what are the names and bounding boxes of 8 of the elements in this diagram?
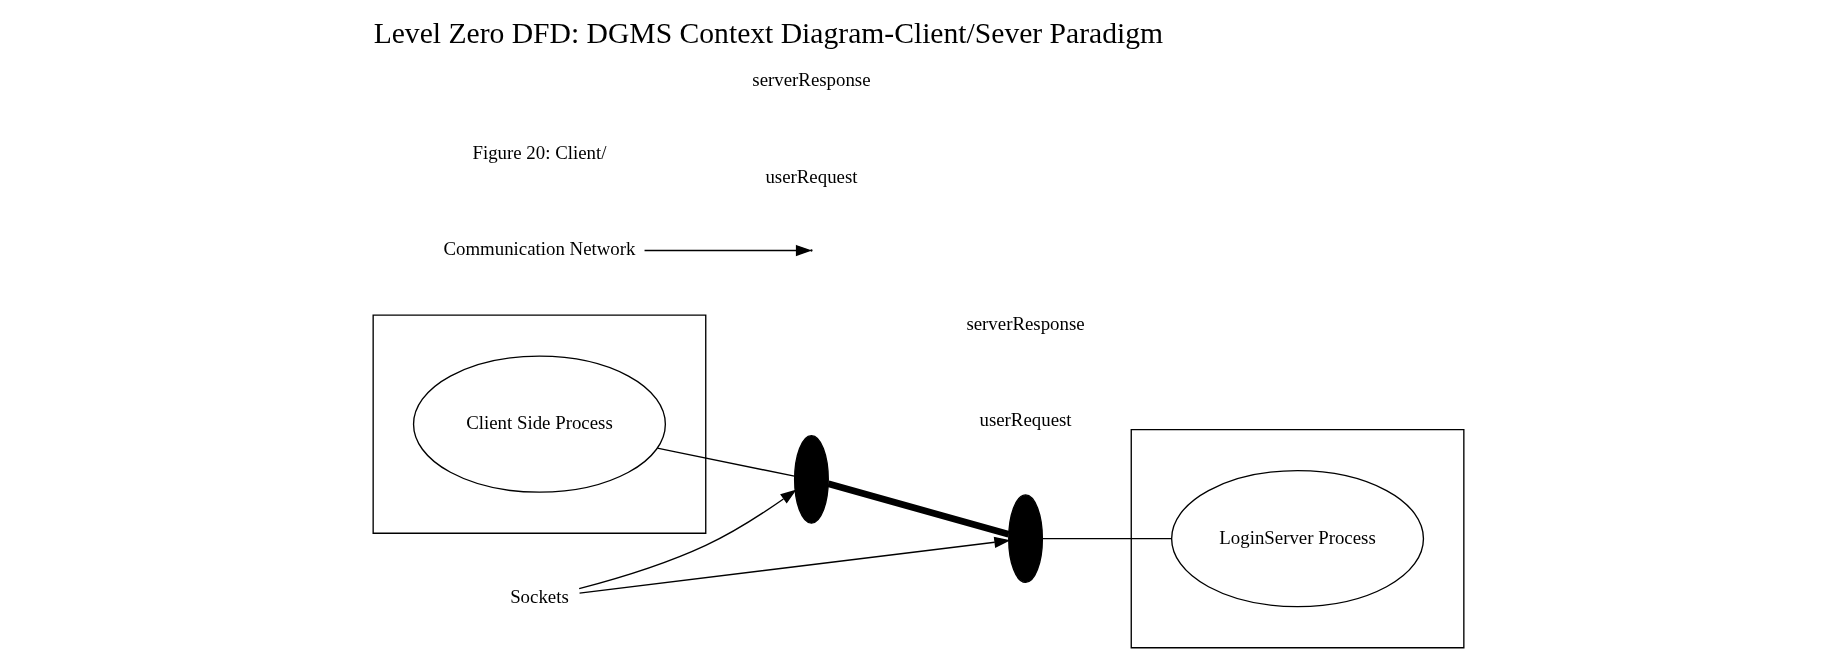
node-text: Sockets <box>509 585 569 607</box>
label: serverResponse <box>965 312 1085 334</box>
node-text: Communication Network <box>442 238 635 260</box>
label: serverResponse <box>751 68 871 90</box>
diagram-title: Level Zero DFD: DGMS Context Diagram-Client/Sever Paradigm <box>373 16 1163 49</box>
label: userRequest <box>978 409 1072 431</box>
label: Figure 20: Client/ <box>471 141 606 163</box>
label: userRequest <box>764 165 858 187</box>
